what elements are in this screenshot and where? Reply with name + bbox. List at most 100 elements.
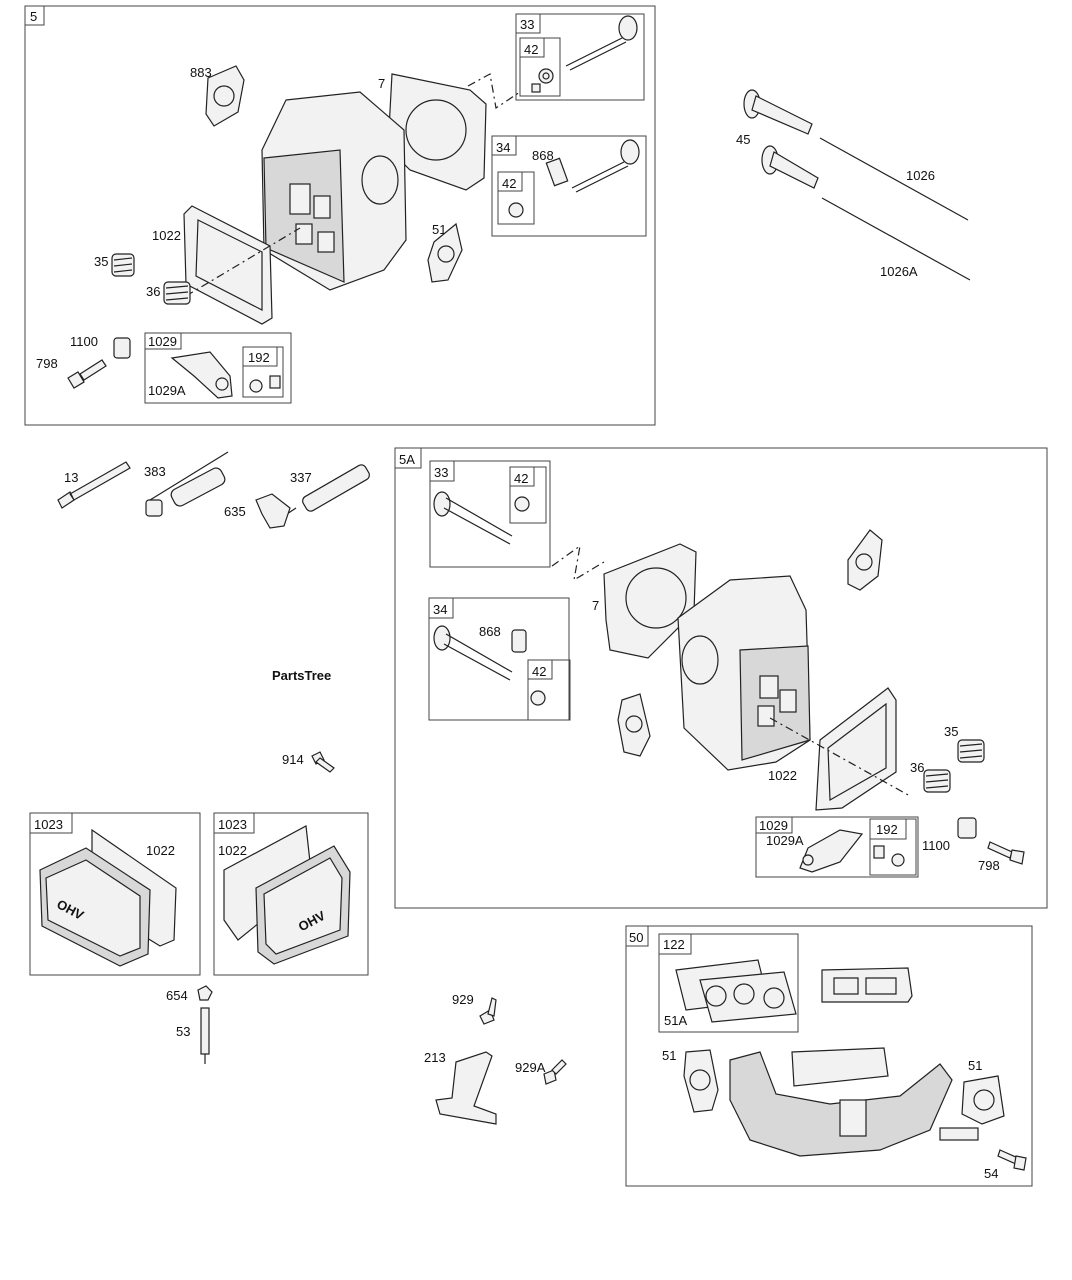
spring-35-b xyxy=(957,739,985,763)
label-929A: 929A xyxy=(515,1060,546,1075)
label-box-5: 5 xyxy=(30,9,37,24)
label-51A: 51A xyxy=(664,1013,687,1028)
label-box-50: 50 xyxy=(629,930,643,945)
label-337: 337 xyxy=(290,470,312,485)
label-1022-d: 1022 xyxy=(218,843,247,858)
intake-valve-b xyxy=(433,625,546,706)
label-383: 383 xyxy=(144,464,166,479)
label-box-1029-a: 1029 xyxy=(148,334,177,349)
bolt-798-b xyxy=(987,841,1025,865)
spring-36-b xyxy=(923,769,951,793)
label-box-192-a: 192 xyxy=(248,350,270,365)
label-798-a: 798 xyxy=(36,356,58,371)
nut-192-b xyxy=(891,853,905,867)
label-box-42-d: 42 xyxy=(532,664,546,679)
gasket-upper-5A xyxy=(847,529,883,591)
spark-cap-635 xyxy=(255,493,291,529)
group-50: 50 122 51A 51 51 54 xyxy=(625,925,1033,1187)
label-1026A: 1026A xyxy=(880,264,918,279)
nut-192-a xyxy=(249,379,263,393)
group-45-1026: 45 1026 1026A xyxy=(736,89,971,281)
group-1023-b: 1023 1022 OHV xyxy=(213,812,369,976)
label-929: 929 xyxy=(452,992,474,1007)
label-box-33-b: 33 xyxy=(434,465,448,480)
cylinder-head-a xyxy=(261,91,407,291)
label-box-1029-b: 1029 xyxy=(759,818,788,833)
valve-keeper-part xyxy=(531,68,554,93)
label-1026: 1026 xyxy=(906,168,935,183)
label-654: 654 xyxy=(166,988,188,1003)
bracket-213 xyxy=(435,1051,497,1125)
label-54: 54 xyxy=(984,1166,998,1181)
label-798-b: 798 xyxy=(978,858,1000,873)
gasket-set-122 xyxy=(675,959,797,1023)
nut-654 xyxy=(197,985,213,1001)
label-1022-a: 1022 xyxy=(152,228,181,243)
exhaust-valve-b xyxy=(433,491,530,545)
label-box-5A: 5A xyxy=(399,452,415,467)
bolt-929A xyxy=(543,1059,567,1085)
watermark: PartsTree xyxy=(272,668,331,683)
label-36-a: 36 xyxy=(146,284,160,299)
group-1023-a: 1023 1022 OHV xyxy=(29,812,201,976)
head-gasket-7-b xyxy=(603,543,697,659)
exhaust-manifold xyxy=(729,1051,979,1157)
label-box-34-a: 34 xyxy=(496,140,510,155)
gasket-883 xyxy=(205,65,245,127)
label-1029A-b: 1029A xyxy=(766,833,804,848)
spring-35-a xyxy=(111,253,135,277)
group-loose-top: 13 383 337 635 xyxy=(57,451,370,529)
gasket-51-c xyxy=(961,1075,1005,1125)
label-box-42-b: 42 xyxy=(502,176,516,191)
label-53: 53 xyxy=(176,1024,190,1039)
gasket-51-a xyxy=(427,222,463,283)
label-7-b: 7 xyxy=(592,598,599,613)
cover-gasket-1022-a xyxy=(183,205,273,325)
intake-valve-part xyxy=(508,139,640,218)
label-51-c: 51 xyxy=(968,1058,982,1073)
label-13: 13 xyxy=(64,470,78,485)
exhaust-valve-part xyxy=(565,15,638,71)
adjuster-1100-a xyxy=(113,337,131,359)
label-1022-c: 1022 xyxy=(146,843,175,858)
spring-36-a xyxy=(163,281,191,305)
label-35-b: 35 xyxy=(944,724,958,739)
bolt-929 xyxy=(479,997,497,1025)
label-35-a: 35 xyxy=(94,254,108,269)
group-5: 5 33 42 34 42 868 xyxy=(24,5,656,426)
label-box-34-b: 34 xyxy=(433,602,447,617)
stud-53 xyxy=(200,1007,210,1064)
label-883: 883 xyxy=(190,65,212,80)
label-box-33-a: 33 xyxy=(520,17,534,32)
adjuster-1100-b xyxy=(957,817,977,839)
label-914: 914 xyxy=(282,752,304,767)
label-box-122: 122 xyxy=(663,937,685,952)
group-5A: 5A 33 42 34 42 868 7 xyxy=(394,447,1048,909)
gasket-upper-50 xyxy=(821,967,913,1003)
label-box-42-c: 42 xyxy=(514,471,528,486)
label-51-b: 51 xyxy=(662,1048,676,1063)
label-7-a: 7 xyxy=(378,76,385,91)
label-213: 213 xyxy=(424,1050,446,1065)
gasket-left-5A xyxy=(617,693,651,757)
label-868-a: 868 xyxy=(532,148,554,163)
cover-gasket-1022-b xyxy=(815,687,897,811)
label-635: 635 xyxy=(224,504,246,519)
rocker-arm-1029A-b xyxy=(799,829,864,873)
label-868-b: 868 xyxy=(479,624,501,639)
bolt-54 xyxy=(997,1149,1027,1171)
bolt-798-a xyxy=(67,359,107,389)
label-45: 45 xyxy=(736,132,750,147)
label-box-192-b: 192 xyxy=(876,822,898,837)
bolt-914 xyxy=(311,751,335,773)
label-51-a: 51 xyxy=(432,222,446,237)
gasket-51-b xyxy=(683,1049,719,1113)
label-box-42-a: 42 xyxy=(524,42,538,57)
label-1100-a: 1100 xyxy=(70,334,98,349)
bolt-13 xyxy=(57,461,131,509)
label-1022-b: 1022 xyxy=(768,768,797,783)
label-1100-b: 1100 xyxy=(922,838,950,853)
label-box-1023-a: 1023 xyxy=(34,817,63,832)
label-36-b: 36 xyxy=(910,760,924,775)
